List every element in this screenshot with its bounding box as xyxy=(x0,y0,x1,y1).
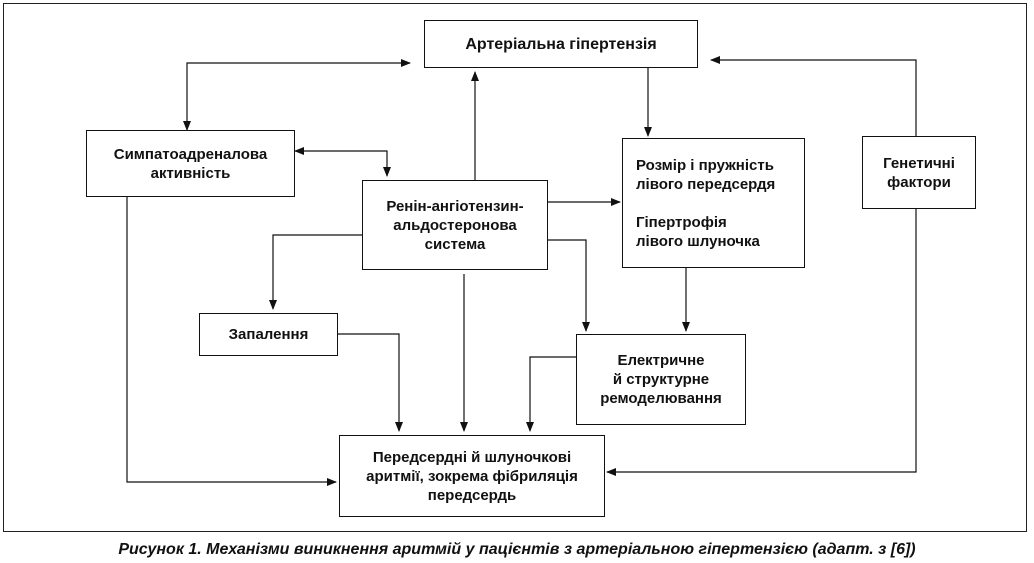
node-atrium-line-2: лівого передсердя xyxy=(636,175,776,193)
node-sympathoadrenal-line-2: активність xyxy=(150,164,231,182)
node-remodeling: Електричне й структурне ремоделювання xyxy=(576,334,746,425)
node-arrhythmia-line-3: передсердь xyxy=(427,486,517,504)
node-hypertension: Артеріальна гіпертензія xyxy=(424,20,698,68)
arrow-raas-inflammation xyxy=(269,234,362,310)
node-arrhythmia-line-1: Передсердні й шлуночкові xyxy=(372,448,572,466)
node-arrhythmia: Передсердні й шлуночкові аритмії, зокрем… xyxy=(339,435,605,517)
node-remodeling-line-1: Електричне xyxy=(617,352,705,369)
arrow-sympatho-hypertension xyxy=(183,59,411,131)
diagram-frame xyxy=(3,3,1027,532)
node-remodeling-line-2: й структурне xyxy=(612,371,710,388)
node-sympathoadrenal: Симпатоадреналова активність xyxy=(86,130,295,197)
arrow-sympatho-raas xyxy=(294,147,391,177)
arrow-inflammation-arrhythmia xyxy=(338,333,403,432)
node-remodeling-line-3: ремоделювання xyxy=(600,390,722,407)
node-raas-line-1: Ренін-ангіотензин- xyxy=(386,197,524,215)
node-genetic-line-1: Генетичні xyxy=(883,154,955,172)
arrow-sympatho-arrhythmia xyxy=(126,197,337,486)
node-inflammation-label: Запалення xyxy=(228,326,309,343)
arrow-genetic-hypertension xyxy=(710,56,917,136)
node-raas: Ренін-ангіотензин- альдостеронова систем… xyxy=(362,180,548,270)
node-hypertension-label: Артеріальна гіпертензія xyxy=(465,35,657,53)
node-genetic: Генетичні фактори xyxy=(862,136,976,209)
node-genetic-line-2: фактори xyxy=(887,173,951,191)
node-inflammation: Запалення xyxy=(199,313,338,356)
arrow-remodeling-arrhythmia xyxy=(526,356,576,432)
arrow-raas-remodeling xyxy=(548,239,590,332)
node-atrium-ventricle: Розмір і пружність лівого передсердя Гіп… xyxy=(622,138,805,268)
arrow-genetic-arrhythmia xyxy=(606,209,917,476)
node-raas-line-2: альдостеронова xyxy=(393,216,517,234)
node-raas-line-3: система xyxy=(424,235,486,253)
figure-caption: Рисунок 1. Механізми виникнення аритмій … xyxy=(118,541,916,558)
node-atrium-line-4: Гіпертрофія xyxy=(636,213,727,231)
node-arrhythmia-line-2: аритмії, зокрема фібриляція xyxy=(366,467,578,485)
node-atrium-line-1: Розмір і пружність xyxy=(636,156,774,174)
node-sympathoadrenal-line-1: Симпатоадреналова xyxy=(113,145,268,163)
node-atrium-line-5: лівого шлуночка xyxy=(636,232,760,250)
node-atrium-spacer xyxy=(636,194,775,213)
